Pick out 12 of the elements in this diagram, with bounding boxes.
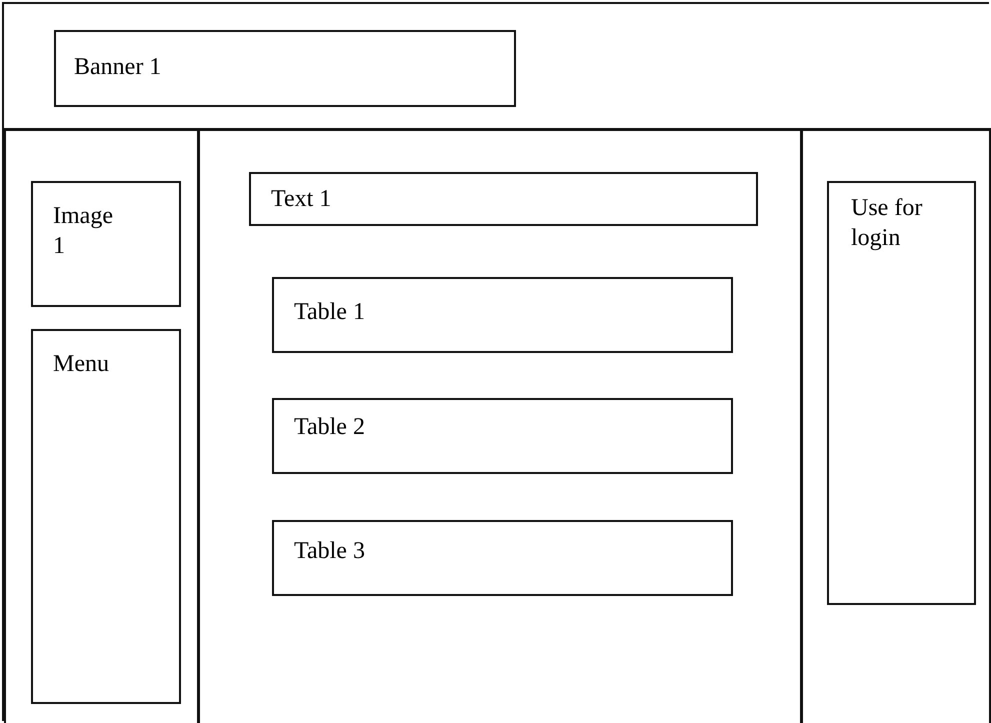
banner-box: Banner 1 bbox=[54, 30, 516, 107]
login-column bbox=[801, 129, 991, 723]
table-box: Table 1 bbox=[272, 277, 733, 353]
header-band bbox=[4, 4, 991, 130]
menu-box: Menu bbox=[31, 329, 181, 704]
login-panel: Use for login bbox=[827, 181, 976, 605]
sidebar-column bbox=[4, 129, 199, 723]
text-box: Text 1 bbox=[249, 172, 758, 226]
table-box: Table 2 bbox=[272, 398, 733, 474]
content-column bbox=[198, 129, 802, 723]
image-frame: Image 1 bbox=[31, 181, 181, 307]
table-box: Table 3 bbox=[272, 520, 733, 596]
